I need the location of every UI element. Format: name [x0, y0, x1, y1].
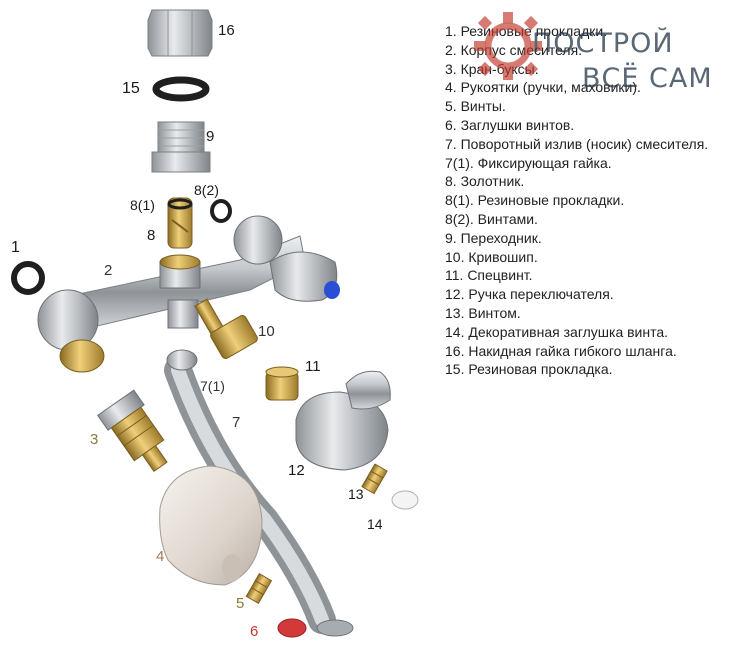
callout-8-2: 8(2) [194, 182, 219, 198]
legend-item: 9. Переходник. [445, 229, 542, 246]
spool-gasket-top [167, 198, 193, 210]
callout-5: 5 [236, 595, 245, 612]
callout-1: 1 [11, 239, 20, 256]
callout-13: 13 [348, 486, 364, 502]
adapter-part [151, 121, 211, 173]
mixer-body-part [37, 215, 306, 373]
callout-14: 14 [367, 516, 383, 532]
callout-9: 9 [206, 128, 215, 145]
callout-12: 12 [288, 462, 305, 479]
callout-4: 4 [156, 548, 165, 565]
spool-screw-ring [210, 199, 232, 223]
gasket-ring-part [152, 76, 210, 102]
gear-icon [474, 12, 542, 80]
legend-item: 11. Спецвинт. [445, 267, 533, 284]
spool-part [167, 197, 193, 249]
callout-8-1: 8(1) [130, 197, 155, 213]
small-screw-part [361, 463, 388, 495]
switch-handle-part [295, 370, 391, 471]
callout-15: 15 [122, 80, 140, 97]
legend-item: 6. Заглушки винтов. [445, 116, 575, 133]
legend-item: 8. Золотник. [445, 173, 525, 190]
callout-3: 3 [90, 431, 99, 448]
callout-11: 11 [305, 358, 321, 375]
callout-7-1: 7(1) [200, 378, 225, 394]
white-handle-part [159, 465, 263, 586]
watermark-line2: ВСЁ САМ [582, 63, 713, 94]
hex-nut-part [147, 9, 213, 57]
legend-item: 7. Поворотный излив (носик) смесителя. [445, 135, 709, 152]
callout-16: 16 [218, 22, 235, 39]
legend-item: 5. Винты. [445, 98, 506, 115]
special-screw-part [265, 366, 299, 401]
legend-item: 8(2). Винтами. [445, 210, 538, 227]
callout-6: 6 [250, 623, 259, 640]
cartridge-part [97, 389, 168, 472]
legend-item: 15. Резиновая прокладка. [445, 361, 613, 378]
handle-screw-part [245, 573, 273, 604]
left-gasket-part [11, 261, 45, 295]
legend-item: 8(1). Резиновые прокладки. [445, 192, 625, 209]
legend-item: 16. Накидная гайка гибкого шланга. [445, 342, 677, 359]
callout-8: 8 [147, 227, 156, 244]
red-cap-part [277, 618, 307, 638]
legend-item: 12. Ручка переключателя. [445, 286, 614, 303]
watermark-logo: ПОСТРОЙ ВСЁ САМ [470, 8, 740, 108]
callout-7: 7 [232, 414, 241, 431]
callout-2: 2 [104, 262, 113, 279]
legend-item: 7(1). Фиксирующая гайка. [445, 154, 612, 171]
callout-10: 10 [258, 323, 275, 340]
legend-item: 13. Винтом. [445, 304, 521, 321]
crank-part [194, 298, 258, 360]
legend-item: 4. Рукоятки (ручки, маховики). [445, 79, 641, 96]
blue-handle-part [269, 251, 340, 302]
decorative-cap-part [391, 490, 419, 510]
legend-item: 14. Декоративная заглушка винта. [445, 323, 669, 340]
watermark-line1: ПОСТРОЙ [532, 28, 674, 59]
legend-item: 10. Кривошип. [445, 248, 538, 265]
